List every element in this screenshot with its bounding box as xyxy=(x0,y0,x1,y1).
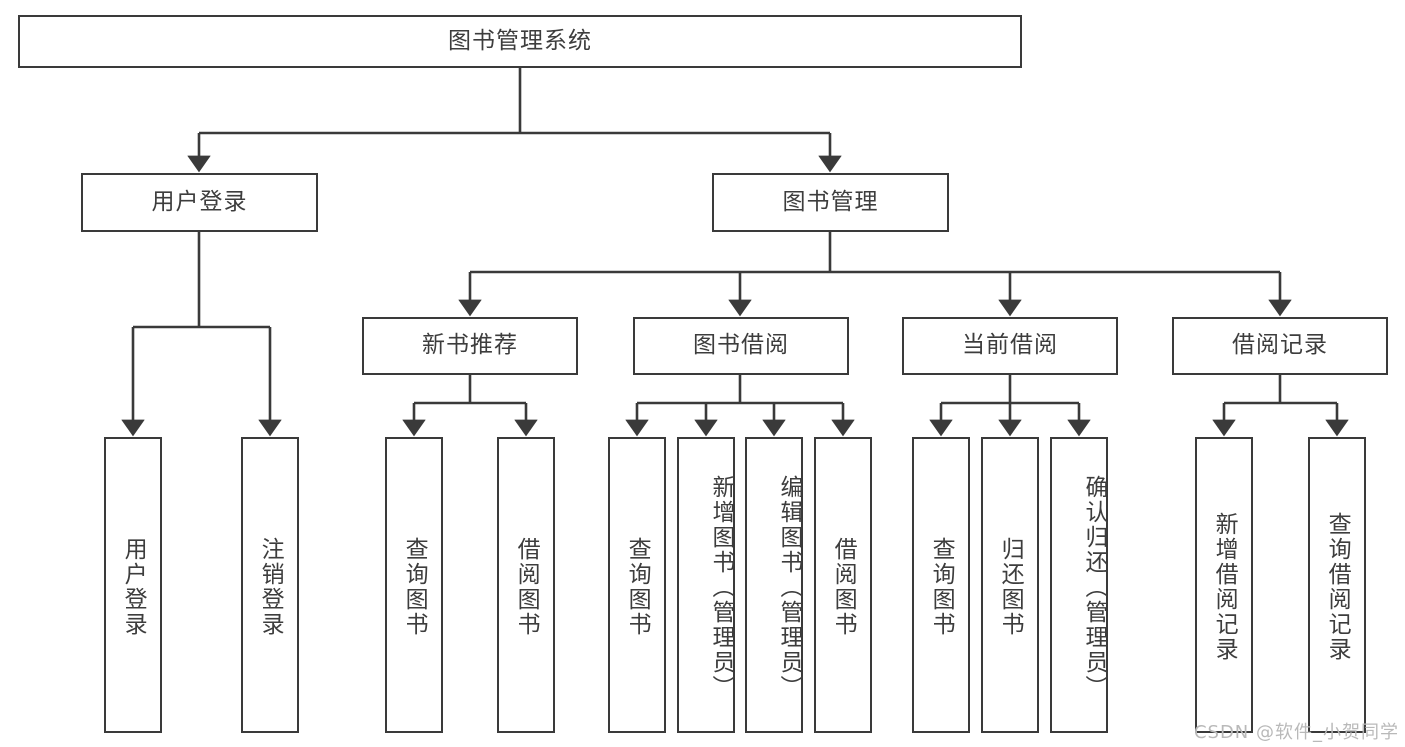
node-leaf-user-login-label: 用户登录 xyxy=(120,537,147,637)
node-leaf-query-book-3-label: 查询图书 xyxy=(928,537,955,637)
node-leaf-return-book[interactable]: 归还图书 xyxy=(981,437,1039,733)
csdn-watermark: CSDN @软件_小贺同学 xyxy=(1193,722,1399,743)
node-leaf-logout[interactable]: 注销登录 xyxy=(241,437,299,733)
node-leaf-confirm-return[interactable]: 确认归还（管理员） xyxy=(1050,437,1108,733)
node-leaf-query-book-1[interactable]: 查询图书 xyxy=(385,437,443,733)
node-leaf-logout-label: 注销登录 xyxy=(257,537,284,637)
node-leaf-query-record[interactable]: 查询借阅记录 xyxy=(1308,437,1366,733)
node-book-borrow[interactable]: 图书借阅 xyxy=(633,317,849,375)
node-new-book-recommend[interactable]: 新书推荐 xyxy=(362,317,578,375)
node-leaf-borrow-book-2-label: 借阅图书 xyxy=(830,537,857,637)
node-leaf-confirm-return-label: 确认归还（管理员） xyxy=(1081,474,1107,700)
node-user-login[interactable]: 用户登录 xyxy=(81,173,318,232)
node-new-book-recommend-label: 新书推荐 xyxy=(422,332,518,359)
node-leaf-add-book[interactable]: 新增图书（管理员） xyxy=(677,437,735,733)
node-user-login-label: 用户登录 xyxy=(151,188,248,215)
node-leaf-edit-book[interactable]: 编辑图书（管理员） xyxy=(745,437,803,733)
node-leaf-borrow-book-2[interactable]: 借阅图书 xyxy=(814,437,872,733)
node-book-management-label: 图书管理 xyxy=(782,188,879,215)
node-leaf-query-book-3[interactable]: 查询图书 xyxy=(912,437,970,733)
node-leaf-query-book-2[interactable]: 查询图书 xyxy=(608,437,666,733)
node-leaf-user-login[interactable]: 用户登录 xyxy=(104,437,162,733)
node-borrow-record-label: 借阅记录 xyxy=(1232,332,1328,359)
node-leaf-borrow-book-1-label: 借阅图书 xyxy=(513,537,540,637)
node-leaf-query-book-2-label: 查询图书 xyxy=(624,537,651,637)
node-book-management[interactable]: 图书管理 xyxy=(712,173,949,232)
node-leaf-add-record-label: 新增借阅记录 xyxy=(1211,512,1238,662)
node-leaf-add-book-label: 新增图书（管理员） xyxy=(708,474,734,700)
node-leaf-add-record[interactable]: 新增借阅记录 xyxy=(1195,437,1253,733)
node-leaf-edit-book-label: 编辑图书（管理员） xyxy=(776,474,802,700)
node-root-label: 图书管理系统 xyxy=(448,27,592,54)
node-leaf-return-book-label: 归还图书 xyxy=(997,537,1024,637)
node-leaf-borrow-book-1[interactable]: 借阅图书 xyxy=(497,437,555,733)
node-current-borrow-label: 当前借阅 xyxy=(962,332,1058,359)
node-current-borrow[interactable]: 当前借阅 xyxy=(902,317,1118,375)
node-borrow-record[interactable]: 借阅记录 xyxy=(1172,317,1388,375)
node-book-borrow-label: 图书借阅 xyxy=(693,332,789,359)
node-leaf-query-record-label: 查询借阅记录 xyxy=(1324,512,1351,662)
node-leaf-query-book-1-label: 查询图书 xyxy=(401,537,428,637)
node-root[interactable]: 图书管理系统 xyxy=(18,15,1022,68)
